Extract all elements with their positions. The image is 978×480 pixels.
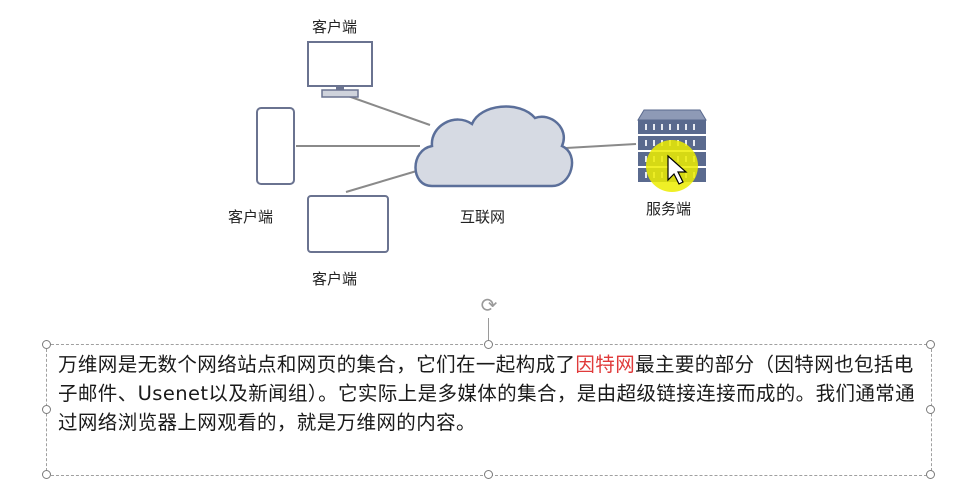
tablet-icon (307, 195, 389, 253)
paragraph-text-part2: 最主要的部分（因特网也包括电子邮件、Usenet以及新闻组）。它实际上是多媒体的… (58, 353, 916, 434)
cursor-icon (667, 154, 688, 185)
cloud-icon (414, 105, 574, 188)
resize-handle-bottom-left[interactable] (42, 470, 51, 479)
client-bottom-label: 客户端 (312, 270, 358, 288)
connector-line-top-client (347, 95, 431, 126)
rotate-stem (488, 318, 489, 344)
client-top-label: 客户端 (312, 18, 358, 36)
resize-handle-middle-right[interactable] (926, 405, 935, 414)
connector-line-server (565, 143, 637, 149)
resize-handle-top-left[interactable] (42, 340, 51, 349)
resize-handle-middle-left[interactable] (42, 405, 51, 414)
server-label: 服务端 (646, 200, 692, 218)
phone-icon (256, 107, 295, 185)
resize-handle-top-right[interactable] (926, 340, 935, 349)
resize-handle-bottom-right[interactable] (926, 470, 935, 479)
paragraph-text-part1: 万维网是无数个网络站点和网页的集合，它们在一起构成了 (58, 353, 576, 376)
client-left-label: 客户端 (228, 208, 274, 226)
resize-handle-top-center[interactable] (484, 340, 493, 349)
description-paragraph[interactable]: 万维网是无数个网络站点和网页的集合，它们在一起构成了因特网最主要的部分（因特网也… (58, 350, 920, 437)
internet-label: 互联网 (460, 208, 506, 226)
network-diagram (256, 41, 707, 253)
connector-line-bottom-client (345, 169, 421, 193)
monitor-icon (307, 41, 373, 98)
rotate-icon[interactable]: ⟳ (480, 293, 498, 317)
paragraph-highlight-text: 因特网 (575, 353, 636, 376)
resize-handle-bottom-center[interactable] (484, 470, 493, 479)
